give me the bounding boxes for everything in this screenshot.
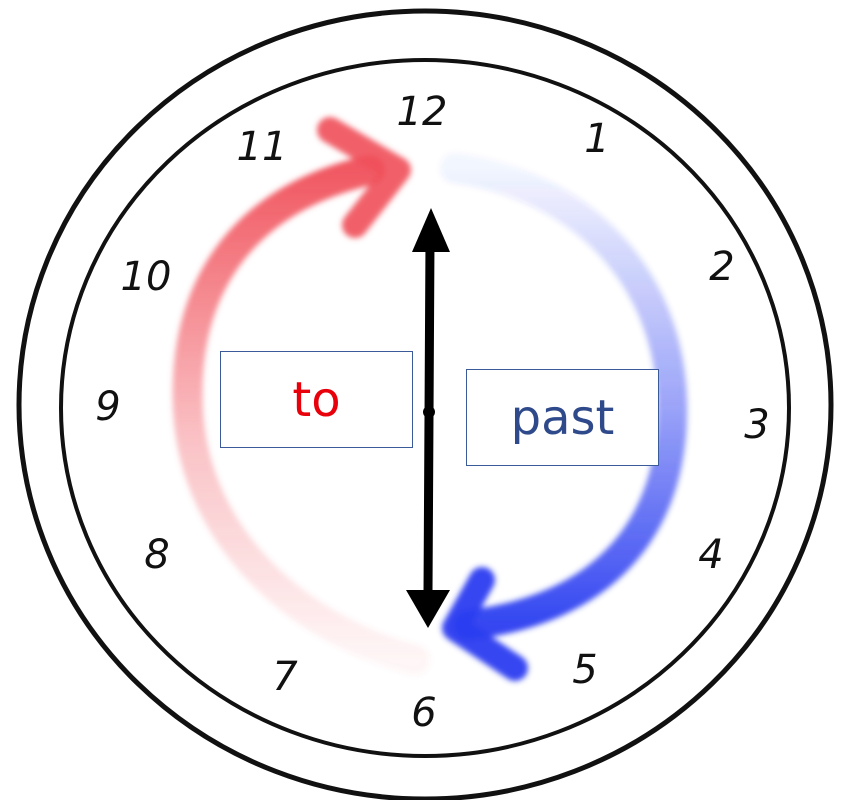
clock-number-9: 9 — [95, 384, 120, 430]
past-label: past — [511, 390, 615, 446]
clock-number-1: 1 — [584, 116, 609, 162]
clock-number-12: 12 — [397, 89, 448, 135]
clock-number-4: 4 — [698, 532, 723, 578]
clock-number-11: 11 — [237, 124, 288, 170]
clock-number-7: 7 — [272, 654, 298, 700]
clock-number-5: 5 — [572, 647, 597, 693]
past-label-box: past — [466, 369, 659, 466]
to-label: to — [292, 372, 340, 428]
clock-number-2: 2 — [709, 244, 734, 290]
clock-center — [423, 406, 435, 418]
clock-number-3: 3 — [744, 402, 769, 448]
clock-number-6: 6 — [411, 690, 436, 736]
to-label-box: to — [220, 351, 413, 448]
hand-arrowhead-up — [412, 208, 450, 252]
clock-number-8: 8 — [144, 532, 169, 578]
clock-number-10: 10 — [121, 254, 172, 300]
